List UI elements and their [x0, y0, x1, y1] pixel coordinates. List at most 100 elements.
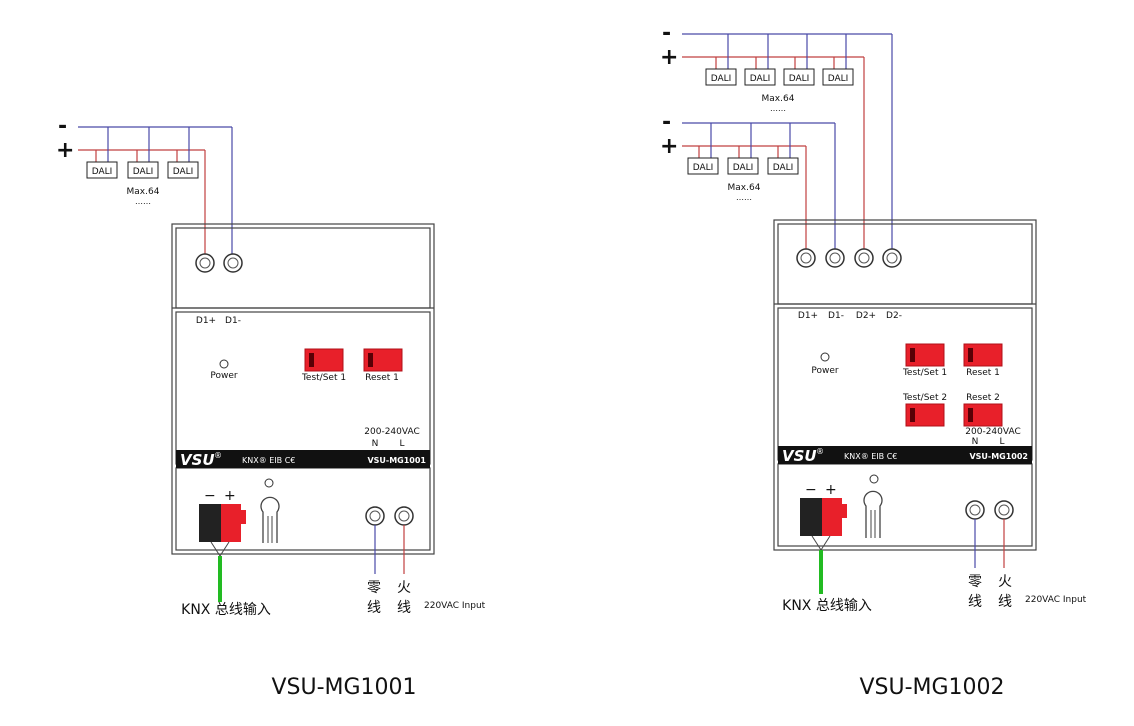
knx-plus-sign: +: [224, 488, 236, 504]
dali-label: DALI: [693, 163, 714, 173]
model-label: VSU-MG1001: [367, 456, 426, 465]
brand-mark: ®: [816, 447, 824, 456]
dali-label: DALI: [711, 74, 732, 84]
bus-minus-sign: -: [58, 114, 67, 139]
button-label: Test/Set 1: [301, 373, 346, 383]
knx-bus-connector: [199, 504, 246, 602]
dali-bus-1: - + DALI DALI DALI: [660, 110, 836, 252]
reset-button[interactable]: [363, 348, 403, 372]
button-label: Test/Set 1: [902, 368, 947, 378]
test-set-button[interactable]: [304, 348, 344, 372]
knx-bus-connector: [800, 498, 847, 594]
terminal-label: D1+: [196, 316, 216, 326]
max-label: Max.64: [127, 187, 160, 197]
knx-plus-sign: +: [825, 482, 837, 498]
ac-input-label: 220VAC Input: [424, 601, 486, 611]
dali-label: DALI: [92, 167, 113, 177]
terminal-label: D1+: [798, 311, 818, 321]
power-label: Power: [811, 366, 839, 376]
bus-plus-sign: +: [660, 45, 678, 70]
terminal-label: D2+: [856, 311, 876, 321]
prog-led-icon: [264, 478, 274, 488]
terminal-label: D2-: [886, 311, 902, 321]
model-label: VSU-MG1002: [969, 452, 1028, 461]
live-label: 火: [998, 574, 1012, 590]
cert-logos: KNX® EIB C€: [844, 452, 897, 461]
dali-ballast: DALI: [705, 34, 737, 86]
knx-input-label: KNX 总线输入: [782, 598, 872, 614]
button-label: Reset 1: [966, 368, 1000, 378]
dali-ballast: DALI: [127, 127, 159, 179]
button-label: Reset 1: [365, 373, 399, 383]
dali-label: DALI: [789, 74, 810, 84]
dali-label: DALI: [733, 163, 754, 173]
live-label: 火: [397, 580, 411, 596]
dali-label: DALI: [828, 74, 849, 84]
bus-plus-sign: +: [660, 134, 678, 159]
max-label: Max.64: [762, 94, 795, 104]
bus-minus-sign: -: [662, 110, 671, 135]
continuation-dots: ……: [736, 193, 752, 202]
reset-2-button[interactable]: [963, 403, 1003, 427]
voltage-label: 200-240VAC: [965, 427, 1020, 437]
voltage-label: 200-240VAC: [364, 427, 419, 437]
dali-label: DALI: [173, 167, 194, 177]
n-label: N: [372, 439, 379, 449]
brand-logo: VSU: [782, 447, 817, 465]
n-label: N: [972, 437, 979, 447]
bus-minus-sign: -: [662, 21, 671, 46]
knx-minus-sign: −: [805, 482, 817, 498]
dali-bus-2: - + DALI DALI DALI: [660, 21, 893, 252]
cert-logos: KNX® EIB C€: [242, 456, 295, 465]
dali-ballast: DALI: [783, 34, 815, 86]
knx-minus-sign: −: [204, 488, 216, 504]
power-label: Power: [210, 371, 238, 381]
neutral-label: 零: [367, 580, 381, 596]
device-mg1002: - + DALI DALI DALI: [660, 21, 1087, 700]
power-led-icon: [820, 352, 830, 362]
terminal-label: D1-: [225, 316, 241, 326]
dali-ballast: DALI: [822, 34, 854, 86]
neutral-label: 零: [968, 574, 982, 590]
dali-ballast: DALI: [167, 127, 199, 179]
knx-input-label: KNX 总线输入: [181, 602, 271, 618]
max-label: Max.64: [728, 183, 761, 193]
bus-plus-sign: +: [56, 138, 74, 163]
neutral-label: 线: [968, 594, 982, 610]
test-set-2-button[interactable]: [905, 403, 945, 427]
dali-label: DALI: [773, 163, 794, 173]
prog-led-icon: [869, 474, 879, 484]
test-set-1-button[interactable]: [905, 343, 945, 367]
brand-mark: ®: [214, 451, 222, 460]
dali-ballast: DALI: [744, 34, 776, 86]
l-label: L: [999, 437, 1004, 447]
live-label: 线: [397, 600, 411, 616]
neutral-label: 线: [367, 600, 381, 616]
reset-1-button[interactable]: [963, 343, 1003, 367]
programming-button[interactable]: [863, 490, 883, 538]
continuation-dots: ……: [770, 104, 786, 113]
dali-label: DALI: [750, 74, 771, 84]
brand-logo: VSU: [180, 451, 215, 469]
power-led-icon: [219, 359, 229, 369]
label-strip: [176, 450, 430, 468]
l-label: L: [399, 439, 404, 449]
ac-input-label: 220VAC Input: [1025, 595, 1087, 605]
dali-ballast: DALI: [727, 123, 759, 175]
terminal-label: D1-: [828, 311, 844, 321]
dali-ballast: DALI: [767, 123, 799, 175]
button-label: Test/Set 2: [902, 393, 947, 403]
label-strip: [778, 446, 1032, 464]
dali-ballast: DALI: [687, 123, 719, 175]
programming-button[interactable]: [260, 496, 280, 543]
dali-bus-1: - + DALI DALI DALI: [56, 114, 233, 258]
device-caption: VSU-MG1002: [859, 675, 1004, 700]
continuation-dots: ……: [135, 197, 151, 206]
live-label: 线: [998, 594, 1012, 610]
device-caption: VSU-MG1001: [271, 675, 416, 700]
device-housing: [773, 219, 1037, 551]
device-mg1001: - + DALI DALI DALI: [56, 114, 486, 700]
button-label: Reset 2: [966, 393, 1000, 403]
dali-label: DALI: [133, 167, 154, 177]
